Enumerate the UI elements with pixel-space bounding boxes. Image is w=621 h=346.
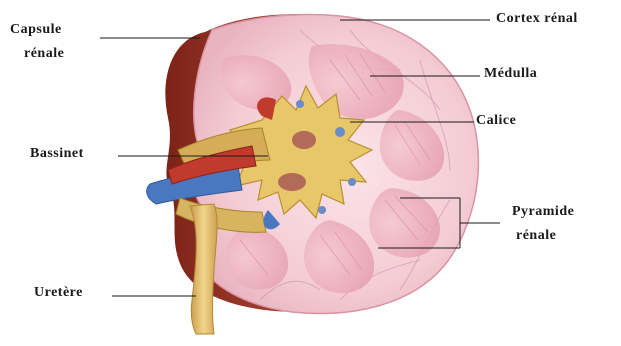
label-bassinet: Bassinet — [30, 144, 84, 164]
label-capsule-line1: Capsule — [10, 20, 62, 40]
label-calice: Calice — [476, 111, 516, 131]
label-pyramide-line2: rénale — [516, 226, 556, 246]
label-cortex: Cortex rénal — [496, 9, 578, 29]
label-pyramide-line1: Pyramide — [512, 202, 574, 222]
label-capsule-line2: rénale — [24, 44, 64, 64]
label-medulla: Médulla — [484, 64, 537, 84]
label-uretere: Uretère — [34, 283, 83, 303]
